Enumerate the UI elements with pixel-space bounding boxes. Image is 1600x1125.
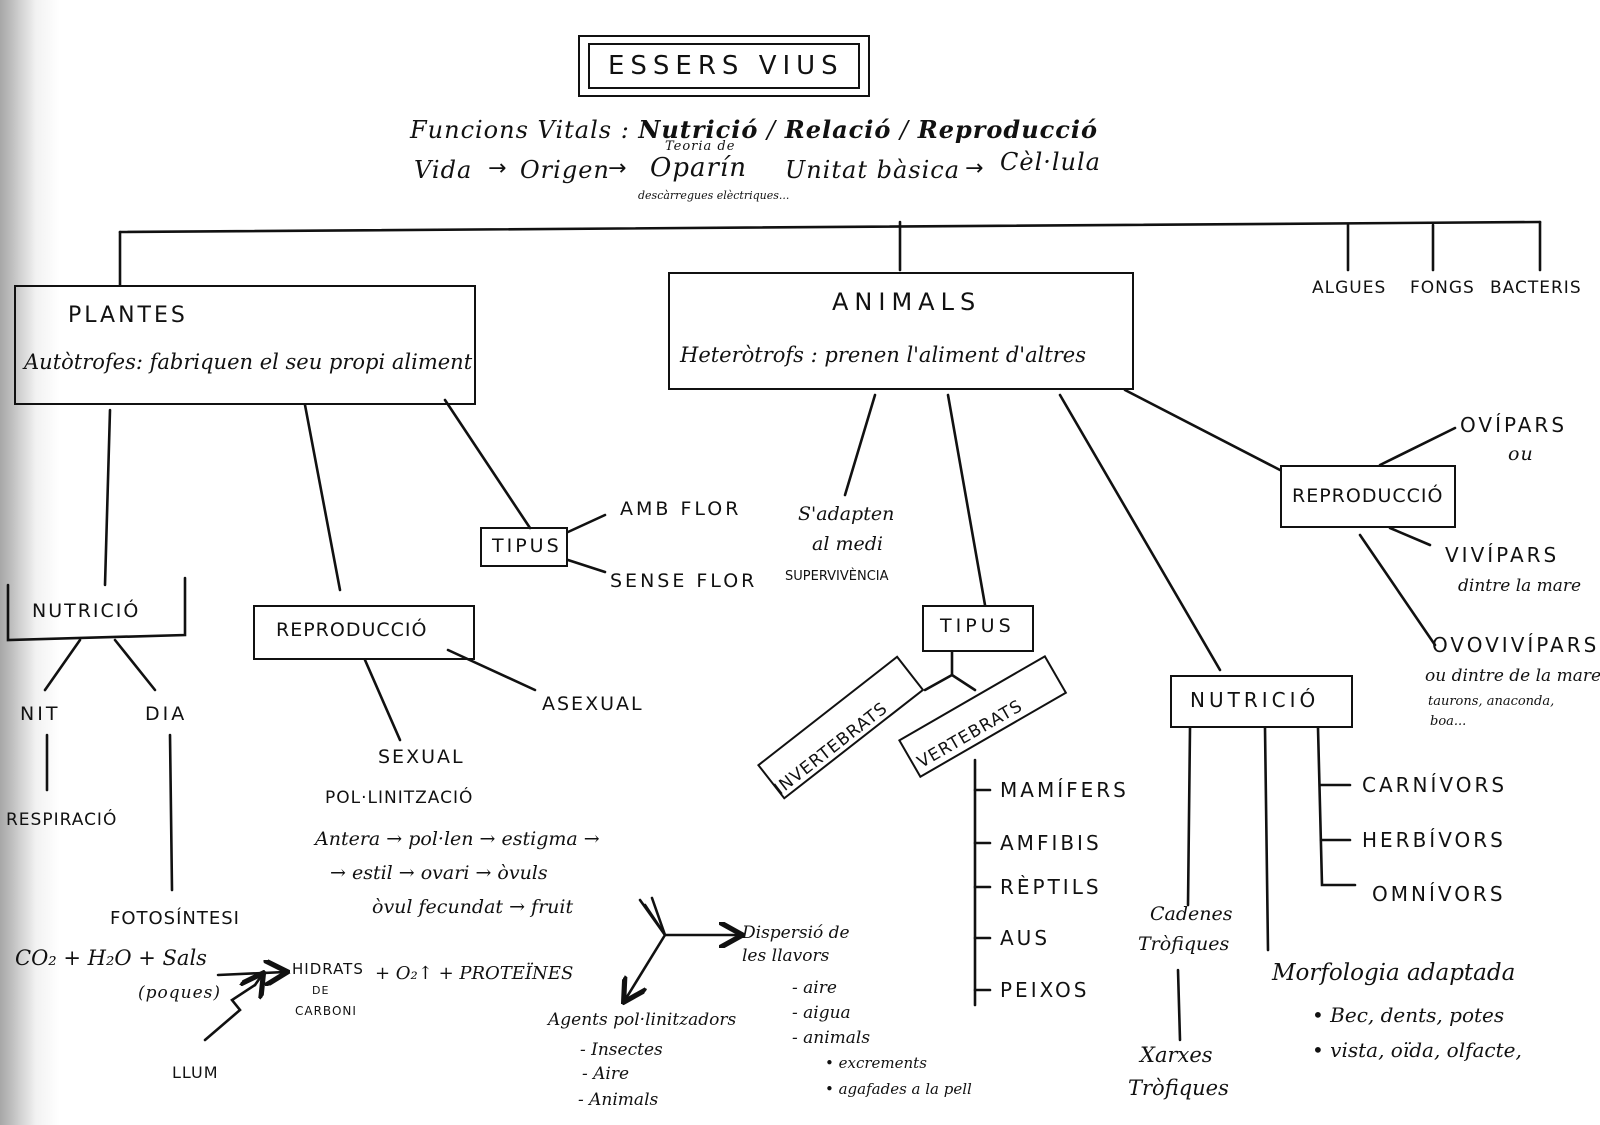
relacio-label: Relació	[784, 115, 892, 144]
dispersio-excrements: • excrements	[825, 1054, 927, 1072]
cadenes-label-1: Cadenes	[1150, 903, 1233, 925]
plantes-reproduccio-box	[253, 605, 475, 660]
separator: /	[900, 116, 910, 144]
arrow: →	[965, 156, 985, 181]
nutricio-label: Nutrició	[638, 115, 759, 144]
animals-title: ANIMALS	[832, 288, 982, 316]
vida-label: Vida	[414, 156, 473, 184]
diagram-title: ESSERS VIUS	[608, 51, 844, 81]
asexual-label: ASEXUAL	[542, 693, 644, 715]
plantes-box	[14, 285, 476, 405]
carboni-label: CARBONI	[295, 1004, 357, 1018]
vertebrats-item: RÈPTILS	[1000, 875, 1102, 899]
adapten-label-1: S'adapten	[798, 503, 895, 525]
diet-item: CARNÍVORS	[1362, 773, 1508, 797]
agents-label: Agents pol·linitzadors	[548, 1010, 737, 1030]
morfologia-label: Morfologia adaptada	[1272, 960, 1516, 986]
title-box	[588, 43, 860, 89]
animals-desc: Heteròtrofs : prenen l'aliment d'altres	[680, 343, 1087, 367]
title-box-outer	[578, 35, 870, 97]
sexual-label: SEXUAL	[378, 746, 465, 768]
dispersio-aire: - aire	[792, 978, 837, 998]
sequence-line-2: → estil → ovari → òvuls	[330, 862, 548, 884]
descarregues-label: descàrregues elèctriques...	[638, 189, 790, 202]
bacteris-label: BACTERIS	[1490, 278, 1582, 298]
origen-label: Origen	[520, 156, 610, 184]
morfologia-bec: • Bec, dents, potes	[1312, 1003, 1505, 1027]
arrow: →	[608, 156, 628, 181]
animals-tipus-box	[922, 605, 1034, 652]
animals-tipus-label: TIPUS	[940, 615, 1015, 637]
agents-insectes: - Insectes	[580, 1040, 663, 1060]
dispersio-label-2: les llavors	[742, 946, 830, 966]
plantes-desc: Autòtrofes: fabriquen el seu propi alime…	[24, 350, 473, 374]
ovovivipars-label: OVOVIVÍPARS	[1432, 633, 1600, 657]
llum-label: LLUM	[172, 1063, 219, 1082]
animals-nutricio-box	[1170, 675, 1353, 728]
amb-flor-label: AMB FLOR	[620, 498, 742, 520]
vertebrats-item: AUS	[1000, 926, 1051, 950]
cellula-label: Cèl·lula	[1000, 148, 1101, 176]
vivipars-label: VIVÍPARS	[1445, 543, 1560, 567]
sequence-line-1: Antera → pol·len → estigma →	[315, 828, 600, 850]
reproduccio-label: Reproducció	[917, 115, 1099, 144]
ou-label: ou	[1508, 443, 1534, 465]
vertebrats-item: PEIXOS	[1000, 978, 1090, 1002]
morfologia-vista: • vista, oïda, olfacte,	[1312, 1038, 1522, 1062]
oparin-label: Oparín	[650, 153, 747, 183]
dintre-label: dintre la mare	[1458, 576, 1582, 596]
ovipars-label: OVÍPARS	[1460, 413, 1568, 437]
supervivencia-label: SUPERVIVÈNCIA	[785, 569, 889, 584]
plantes-title: PLANTES	[68, 303, 188, 328]
funcions-vitals-label: Funcions Vitals : Nutrició / Relació / R…	[410, 115, 1099, 144]
cadenes-label-2: Tròfiques	[1138, 933, 1230, 955]
dispersio-label-1: Dispersió de	[742, 923, 850, 943]
dispersio-animals: - animals	[792, 1028, 871, 1048]
animals-reproduccio-label: REPRODUCCIÓ	[1292, 485, 1444, 507]
boa-label: boa...	[1430, 714, 1467, 729]
plantes-tipus-box	[480, 527, 568, 567]
vertebrats-item: AMFIBIS	[1000, 831, 1102, 855]
de-label: DE	[312, 984, 330, 997]
taurons-label: taurons, anaconda,	[1428, 694, 1555, 709]
dia-label: DIA	[145, 703, 188, 725]
separator: /	[767, 116, 777, 144]
agents-aire: - Aire	[582, 1064, 630, 1084]
plantes-reproduccio-label: REPRODUCCIÓ	[276, 619, 428, 641]
xarxes-label-1: Xarxes	[1140, 1043, 1213, 1067]
agents-animals: - Animals	[578, 1090, 659, 1110]
animals-reproduccio-box	[1280, 465, 1456, 528]
pollinitzacio-label: POL·LINITZACIÓ	[325, 788, 474, 808]
vertebrats-item: MAMÍFERS	[1000, 778, 1129, 802]
plantes-tipus-label: TIPUS	[492, 535, 562, 557]
fotosintesi-label: FOTOSÍNTESI	[110, 908, 240, 929]
fongs-label: FONGS	[1410, 278, 1475, 298]
plantes-nutricio-label: NUTRICIÓ	[32, 600, 141, 622]
unitat-label: Unitat bàsica	[785, 156, 960, 184]
fotosintesi-reactants: CO₂ + H₂O + Sals	[15, 946, 207, 970]
teoria-label: Teoria de	[665, 139, 736, 154]
adapten-label-2: al medi	[812, 533, 883, 555]
funcions-label: Funcions Vitals :	[410, 116, 630, 144]
animals-box	[668, 272, 1134, 390]
ou-dintre-label: ou dintre de la mare	[1425, 666, 1600, 686]
animals-nutricio-label: NUTRICIÓ	[1190, 688, 1320, 712]
page-edge-shadow	[0, 0, 60, 1125]
diet-item: HERBÍVORS	[1362, 828, 1506, 852]
sequence-line-3: òvul fecundat → fruit	[372, 896, 574, 918]
hidrats-label: HIDRATS	[292, 960, 364, 978]
nit-label: NIT	[20, 703, 61, 725]
respiracio-label: RESPIRACIÓ	[6, 810, 118, 830]
dispersio-agafades: • agafades a la pell	[825, 1080, 972, 1098]
poques-label: (poques)	[138, 983, 221, 1003]
fotosintesi-products: + O₂↑ + PROTEÏNES	[375, 963, 574, 984]
xarxes-label-2: Tròfiques	[1128, 1076, 1229, 1100]
dispersio-aigua: - aigua	[792, 1003, 851, 1023]
diet-item: OMNÍVORS	[1372, 882, 1506, 906]
arrow: →	[488, 156, 508, 181]
algues-label: ALGUES	[1312, 278, 1387, 298]
sense-flor-label: SENSE FLOR	[610, 570, 758, 592]
